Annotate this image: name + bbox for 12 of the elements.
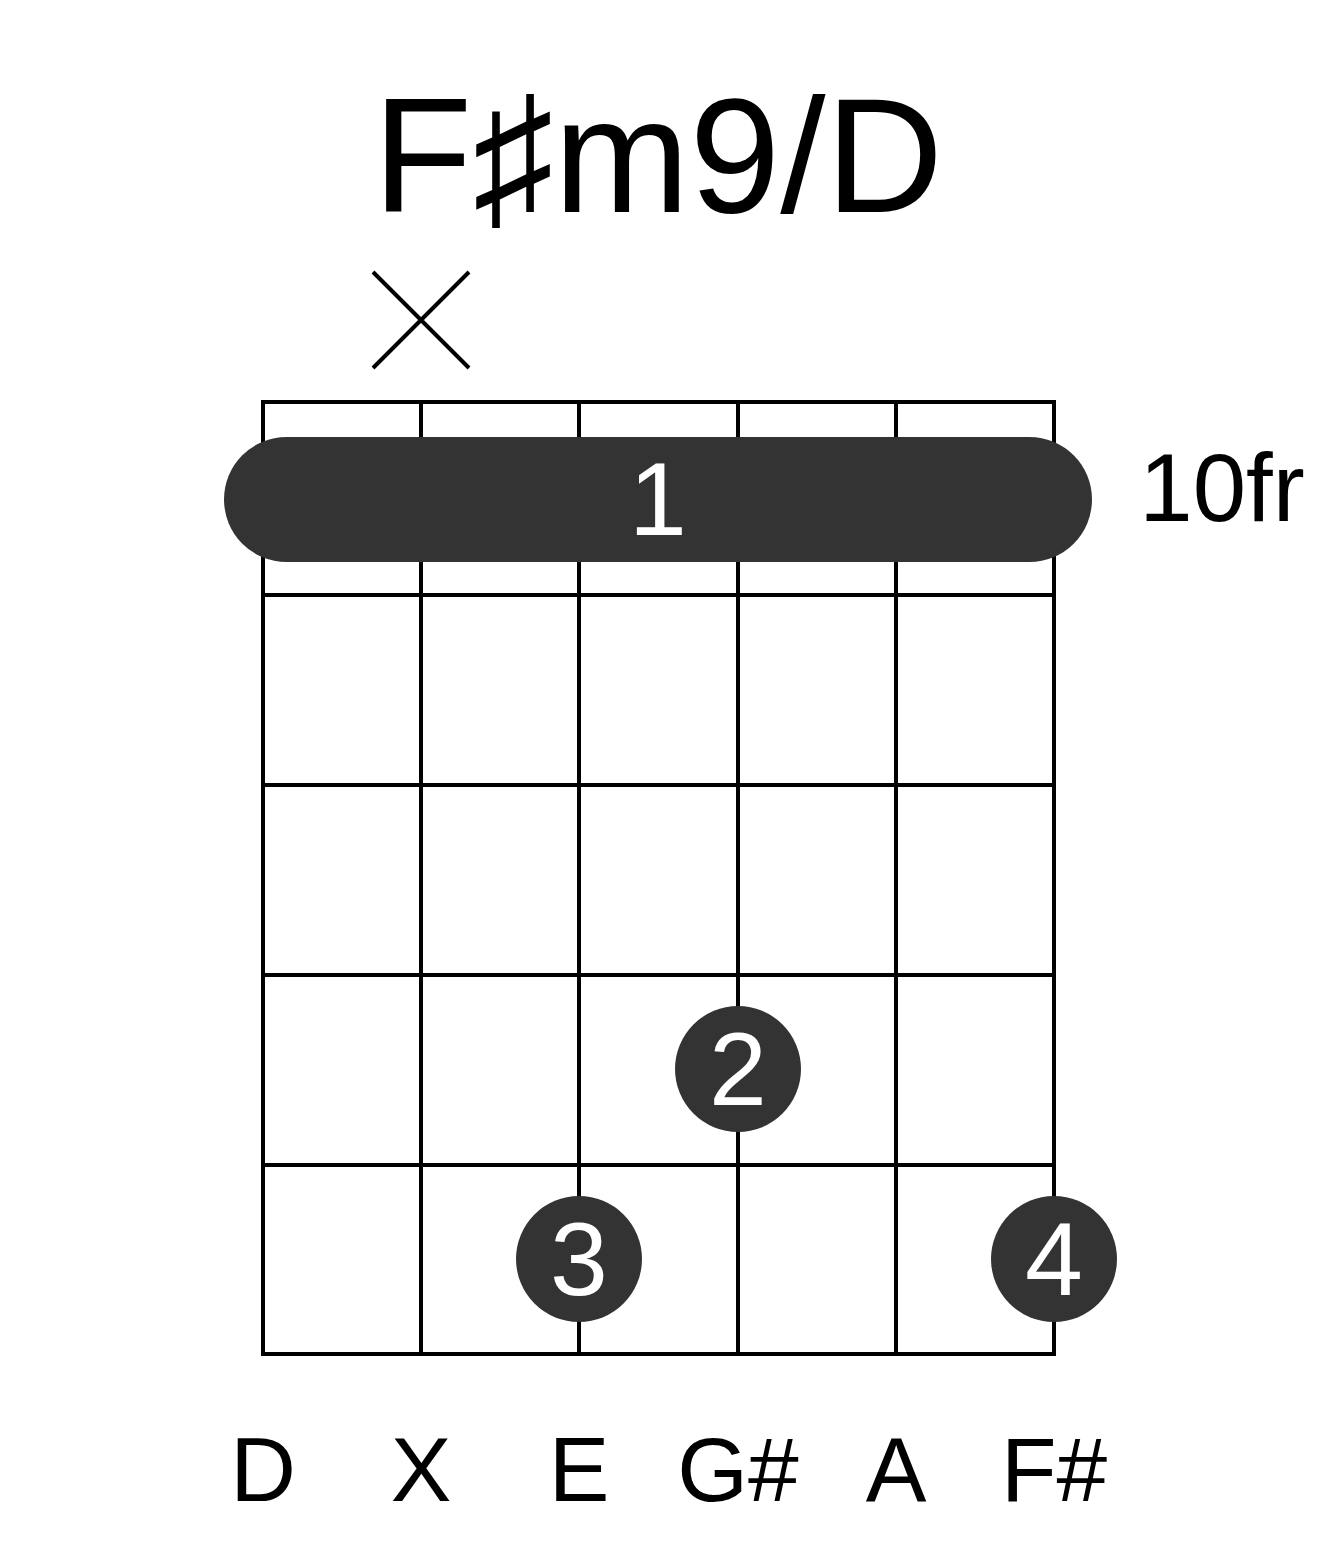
fret-number: 10fr — [1139, 439, 1305, 536]
note-name: G# — [677, 1423, 799, 1515]
note-name: X — [390, 1423, 452, 1515]
finger-number: 3 — [550, 1207, 608, 1311]
finger-number: 2 — [709, 1017, 767, 1121]
note-name: F# — [1000, 1423, 1108, 1515]
note-name: E — [548, 1423, 610, 1515]
finger-number: 1 — [629, 447, 687, 551]
note-name: D — [230, 1423, 296, 1515]
note-name: A — [865, 1423, 927, 1515]
chord-title: F♯m9/D — [372, 73, 944, 237]
finger-number: 4 — [1025, 1207, 1083, 1311]
